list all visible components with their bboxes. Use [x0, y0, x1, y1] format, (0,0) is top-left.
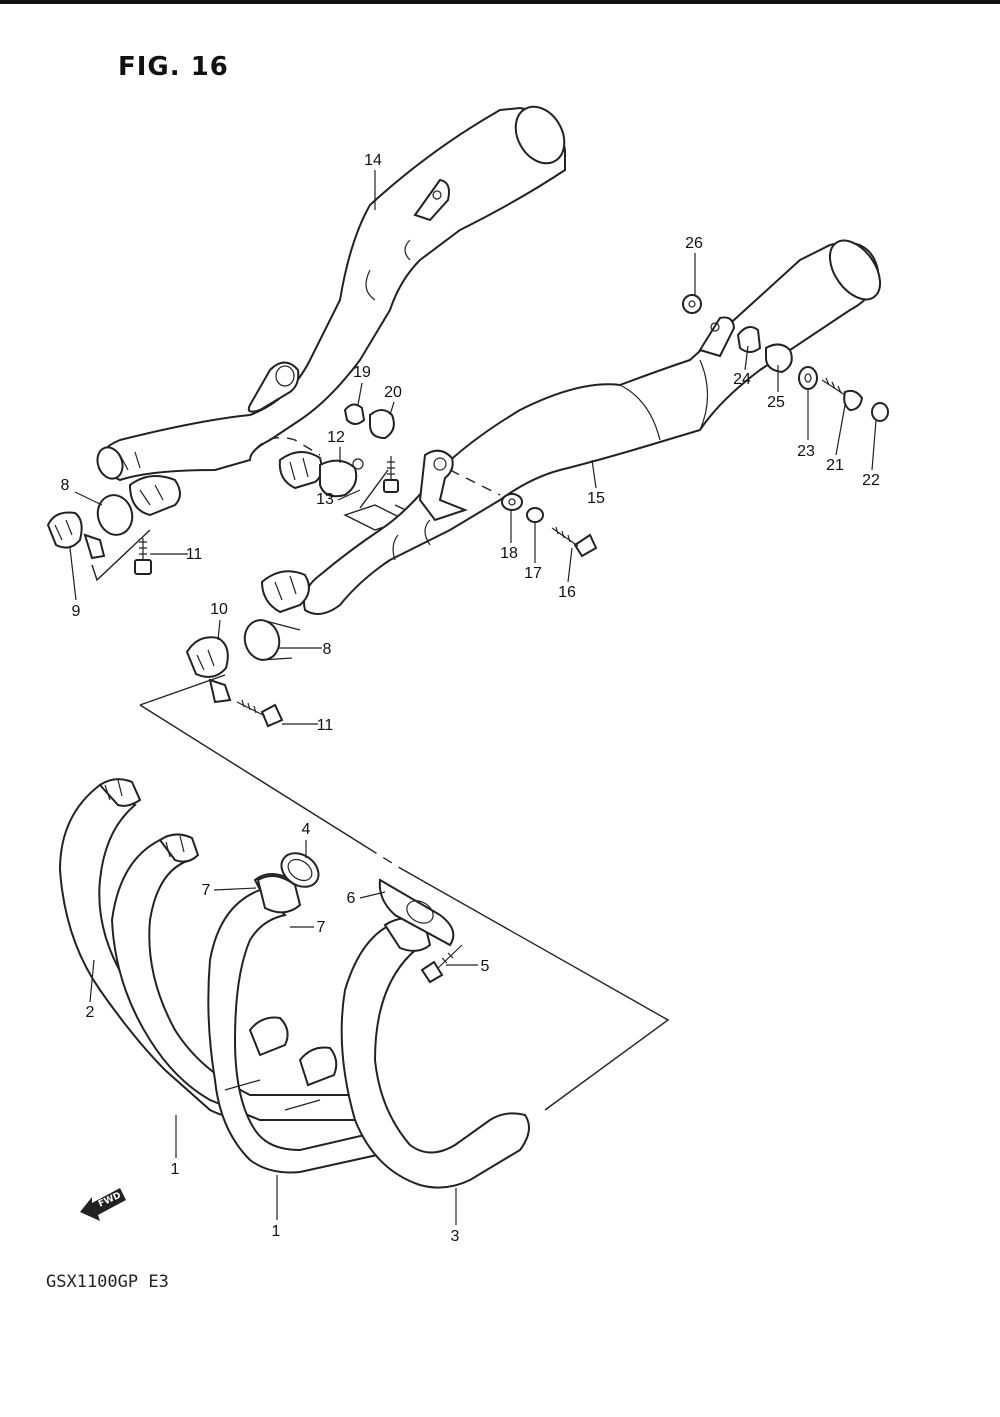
- callout-c13: 13: [316, 491, 334, 508]
- collar-24: [736, 325, 762, 353]
- washer-23: [798, 366, 818, 390]
- bolt-11-left: [134, 538, 152, 575]
- callout-c21: 21: [826, 457, 844, 474]
- callout-c25: 25: [767, 394, 785, 411]
- joint-7: [256, 875, 302, 914]
- callout-c11a: 11: [186, 546, 203, 563]
- right-muffler-15: [260, 239, 882, 615]
- bolt-11-right: [236, 699, 284, 728]
- callout-c5: 5: [481, 958, 490, 975]
- cushion-25: [765, 343, 793, 374]
- ref-line-f: [449, 469, 501, 496]
- callout-c2: 2: [86, 1004, 95, 1021]
- header-flange-hardware: [256, 852, 463, 984]
- ref-line-c: [367, 847, 401, 869]
- bushing-20: [369, 409, 395, 440]
- callout-c11b: 11: [317, 717, 334, 734]
- callout-c20: 20: [384, 384, 402, 401]
- callout-c18: 18: [500, 545, 518, 562]
- callout-c1b: 1: [272, 1223, 281, 1240]
- ref-line-b: [139, 704, 369, 849]
- bolt-16: [551, 526, 598, 558]
- callout-c9: 9: [72, 603, 81, 620]
- cap-22: [871, 402, 889, 422]
- left-muffler-14: [96, 105, 566, 482]
- callout-c3: 3: [451, 1228, 460, 1245]
- exhaust-header-pipes: [58, 778, 530, 1189]
- callout-c10: 10: [210, 601, 228, 618]
- callout-c8b: 8: [323, 641, 332, 658]
- callout-c26: 26: [685, 235, 703, 252]
- bolt-13: [383, 456, 399, 493]
- model-code: GSX1100GP E3: [46, 1272, 169, 1292]
- rear-mount-hardware: [501, 294, 889, 558]
- spacer-19: [343, 403, 366, 425]
- leader-lines: [69, 170, 877, 1225]
- washer-18: [501, 493, 523, 511]
- callout-c17: 17: [524, 565, 542, 582]
- gasket-8-left: [96, 494, 134, 536]
- callout-c6: 6: [347, 890, 356, 907]
- callout-c8a: 8: [61, 477, 70, 494]
- ref-line-e: [91, 529, 151, 582]
- fwd-arrow-icon: FWD: [80, 1188, 126, 1221]
- left-joint-assembly: [46, 475, 181, 575]
- center-cross-pipe: [254, 403, 411, 531]
- callout-c7b: 7: [317, 919, 326, 936]
- callout-c14: 14: [364, 152, 382, 169]
- callout-c4: 4: [302, 821, 311, 838]
- callout-c22: 22: [862, 472, 880, 489]
- callout-c24: 24: [733, 371, 751, 388]
- callout-c7a: 7: [202, 882, 211, 899]
- ref-line-d: [399, 867, 670, 1111]
- ref-line-a: [139, 674, 226, 706]
- clamp-10: [185, 636, 229, 678]
- clamp-9: [46, 511, 83, 549]
- callout-c19: 19: [353, 364, 371, 381]
- bolt-21: [821, 377, 864, 412]
- washer-17: [526, 507, 544, 523]
- callout-c23: 23: [797, 443, 815, 460]
- callout-c16: 16: [558, 584, 576, 601]
- callout-c1a: 1: [171, 1161, 180, 1178]
- bolt-5: [420, 944, 463, 984]
- callout-c12: 12: [327, 429, 345, 446]
- figure-title: FIG. 16: [118, 52, 229, 82]
- callout-c15: 15: [587, 490, 605, 507]
- nut-26: [682, 294, 702, 314]
- lower-joint-assembly: [185, 619, 301, 728]
